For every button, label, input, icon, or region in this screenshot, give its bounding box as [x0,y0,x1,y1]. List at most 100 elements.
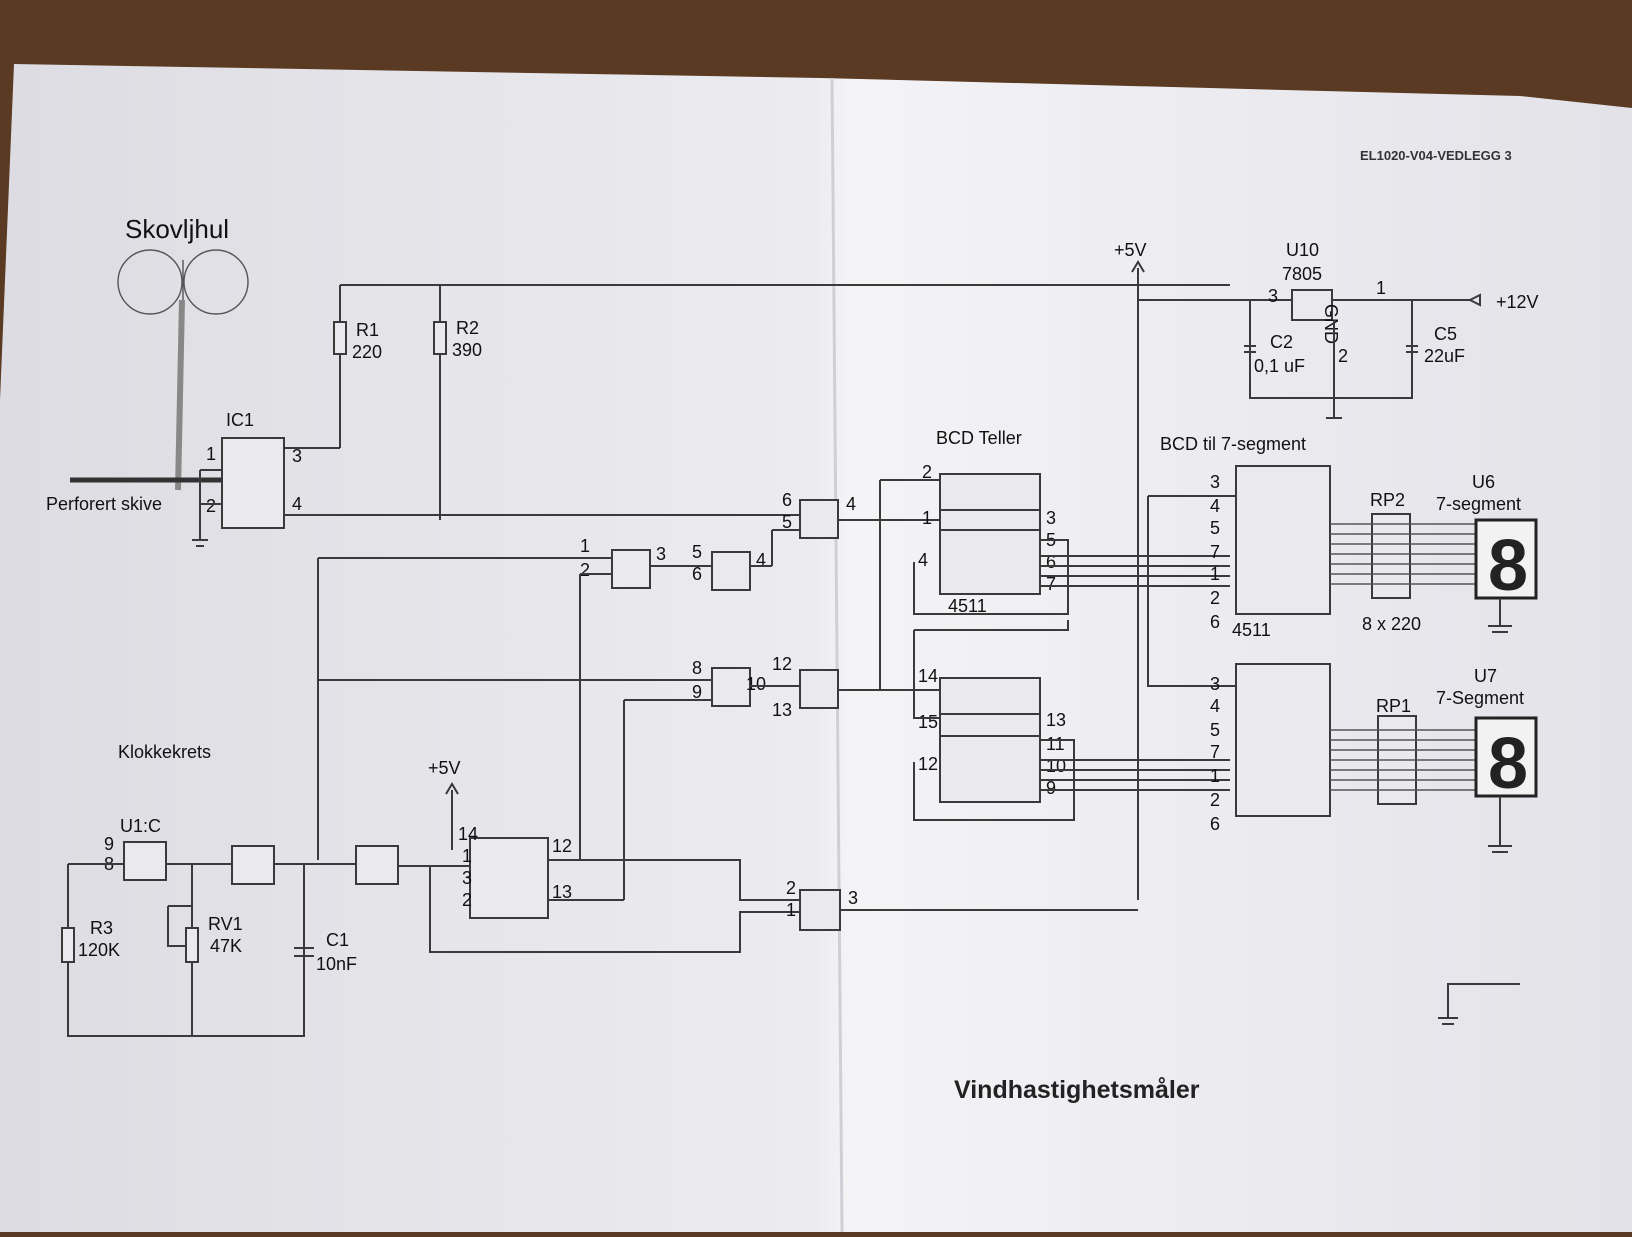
svg-text:C5: C5 [1434,324,1457,344]
disc-label: Perforert skive [46,494,162,514]
svg-text:5: 5 [782,512,792,532]
svg-text:120K: 120K [78,940,120,960]
svg-text:1: 1 [580,536,590,556]
svg-text:13: 13 [552,882,572,902]
ic1-label: IC1 [226,410,254,430]
svg-text:4: 4 [292,494,302,514]
svg-text:10: 10 [746,674,766,694]
svg-text:6: 6 [692,564,702,584]
rail-12v: +12V [1496,292,1539,312]
svg-text:3: 3 [1210,472,1220,492]
svg-text:1: 1 [1210,564,1220,584]
svg-text:4: 4 [1210,696,1220,716]
svg-text:R1: R1 [356,320,379,340]
svg-text:1: 1 [922,508,932,528]
svg-text:RP2: RP2 [1370,490,1405,510]
svg-text:9: 9 [104,834,114,854]
decoder-bottom [1235,663,1331,817]
u6-display [1474,518,1538,600]
gate-u1c [123,841,167,881]
svg-text:U7: U7 [1474,666,1497,686]
svg-text:4511: 4511 [948,596,987,616]
rail-5v-mid: +5V [428,758,461,778]
svg-text:3: 3 [656,544,666,564]
doc-id: EL1020-V04-VEDLEGG 3 [1360,148,1512,163]
svg-text:5: 5 [1210,720,1220,740]
svg-text:U10: U10 [1286,240,1319,260]
svg-text:13: 13 [772,700,792,720]
svg-text:6: 6 [1210,814,1220,834]
svg-text:7: 7 [1046,574,1056,594]
svg-text:1: 1 [206,444,216,464]
svg-text:7-segment: 7-segment [1436,494,1521,514]
svg-text:2: 2 [1210,588,1220,608]
svg-text:U6: U6 [1472,472,1495,492]
svg-text:R2: R2 [456,318,479,338]
gate-u1d [231,845,275,885]
paper-fold [830,77,844,1233]
svg-text:1: 1 [462,846,472,866]
wind-wheel [70,249,249,491]
svg-text:13: 13 [1046,710,1066,730]
svg-text:R3: R3 [90,918,113,938]
u10-regulator [1291,289,1333,321]
svg-text:RV1: RV1 [208,914,243,934]
svg-text:220: 220 [352,342,382,362]
gate-u3c [711,667,751,707]
gate-u3a [799,889,841,931]
svg-text:2: 2 [1210,790,1220,810]
svg-text:4: 4 [756,550,766,570]
svg-text:3: 3 [1268,286,1278,306]
counter-label: BCD Teller [936,428,1022,448]
svg-text:15: 15 [918,712,938,732]
svg-text:6: 6 [782,490,792,510]
svg-text:1: 1 [1376,278,1386,298]
svg-text:390: 390 [452,340,482,360]
svg-text:C1: C1 [326,930,349,950]
svg-text:1: 1 [1210,766,1220,786]
svg-text:4: 4 [1210,496,1220,516]
svg-text:3: 3 [1210,674,1220,694]
gate-u3d [799,669,839,709]
doc-title: Vindhastighetsmåler [954,1076,1200,1104]
svg-text:3: 3 [292,446,302,466]
counter-bottom [939,677,1041,803]
gate-u1a [611,549,651,589]
svg-text:7805: 7805 [1282,264,1322,284]
svg-text:7: 7 [1210,742,1220,762]
paper-sheet [0,64,1632,1232]
svg-text:2: 2 [580,560,590,580]
svg-text:8 x 220: 8 x 220 [1362,614,1421,634]
svg-text:6: 6 [1046,552,1056,572]
rp2 [1371,513,1411,599]
svg-text:5: 5 [1210,518,1220,538]
u7-digit-glyph: 8 [1488,724,1528,804]
flipflop-u8 [469,837,549,919]
svg-text:12: 12 [918,754,938,774]
svg-text:U1:C: U1:C [120,816,161,836]
svg-text:9: 9 [1046,778,1056,798]
svg-text:4: 4 [846,494,856,514]
svg-text:7-Segment: 7-Segment [1436,688,1524,708]
counter-top [939,473,1041,595]
svg-text:4511: 4511 [1232,620,1271,640]
svg-text:2: 2 [206,496,216,516]
wheel-label: Skovljhul [125,214,229,244]
svg-text:47K: 47K [210,936,242,956]
svg-text:GND: GND [1321,304,1341,344]
svg-text:12: 12 [552,836,572,856]
svg-text:2: 2 [1338,346,1348,366]
gate-u8a [355,845,399,885]
svg-text:11: 11 [1046,734,1065,754]
decoder-top [1235,465,1331,615]
svg-text:0,1 uF: 0,1 uF [1254,356,1305,376]
svg-text:2: 2 [786,878,796,898]
svg-text:2: 2 [462,890,472,910]
svg-text:3: 3 [1046,508,1056,528]
clock-label: Klokkekrets [118,742,211,762]
svg-text:8: 8 [692,658,702,678]
svg-text:22uF: 22uF [1424,346,1465,366]
svg-text:14: 14 [458,824,478,844]
svg-text:RP1: RP1 [1376,696,1411,716]
